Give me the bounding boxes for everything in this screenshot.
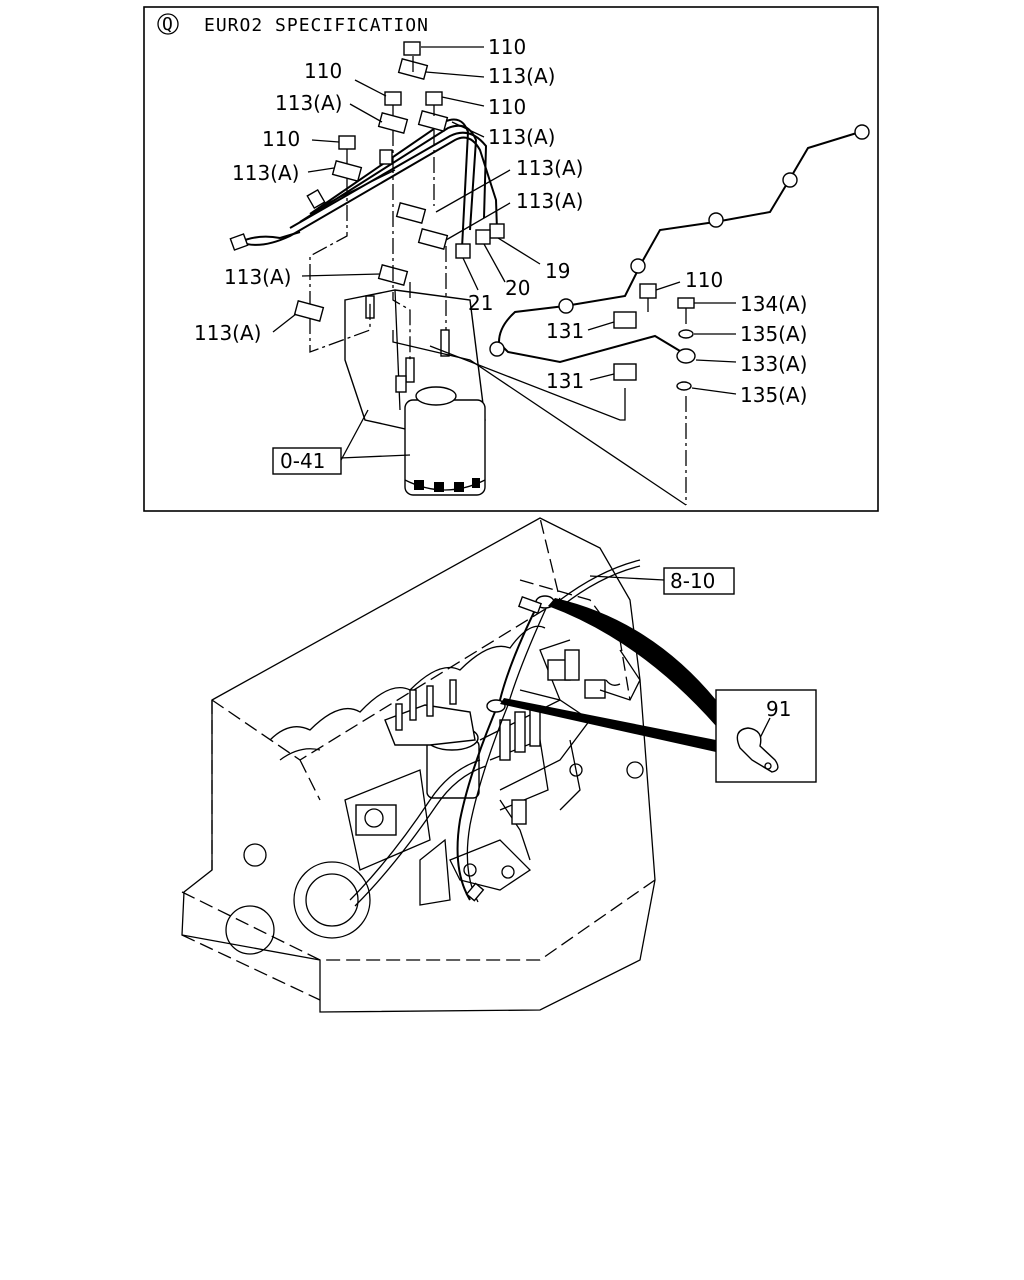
label-21: 21: [468, 291, 493, 315]
assembly-lines: [309, 56, 687, 506]
inset-title: EURO2 SPECIFICATION: [204, 15, 429, 36]
ref-810: 8-10: [670, 569, 715, 593]
fuel-filter-assembly: [344, 289, 486, 496]
label-110-pipe: 110: [685, 268, 723, 292]
return-pipe: [489, 124, 870, 364]
ref-box-041: [272, 447, 342, 475]
callout-wedge-lower: [500, 698, 716, 752]
fuel-pipe-bundle: [239, 118, 498, 249]
label-110-left: 110: [304, 59, 342, 83]
label-113a-lower: 113(A): [224, 265, 291, 289]
label-135a-lower: 135(A): [740, 383, 807, 407]
clip-91-label: 91: [766, 697, 791, 721]
inset-frame: [143, 6, 879, 512]
label-113a-left-upper: 113(A): [275, 91, 342, 115]
label-131-upper: 131: [546, 319, 584, 343]
label-135a-upper: 135(A): [740, 322, 807, 346]
callout-wedge-upper: [548, 598, 716, 726]
label-133a: 133(A): [740, 352, 807, 376]
part-labels: 110 113(A) 110 113(A) 110 113(A) 110 113…: [194, 35, 807, 407]
inset-marker: Q: [162, 14, 174, 35]
leader-810: [589, 575, 665, 581]
label-110-far-left: 110: [262, 127, 300, 151]
label-113a-top: 113(A): [488, 64, 555, 88]
label-20: 20: [505, 276, 530, 300]
label-110-right: 110: [488, 95, 526, 119]
label-113a-mid-upper: 113(A): [516, 156, 583, 180]
label-134a: 134(A): [740, 292, 807, 316]
ref-box-810: [663, 567, 735, 595]
leader-lines: [272, 46, 737, 463]
label-19: 19: [545, 259, 570, 283]
label-113a-far-left: 113(A): [232, 161, 299, 185]
label-110-top: 110: [488, 35, 526, 59]
banjo-assembly: [676, 297, 696, 391]
nuts-110: [338, 41, 657, 299]
clips-131: [613, 311, 637, 381]
p-clip-icon: [736, 717, 779, 773]
inset-marker-circle: [157, 13, 179, 35]
engine-block: [181, 517, 656, 1013]
label-113a-bottom: 113(A): [194, 321, 261, 345]
ref-041: 0-41: [280, 449, 325, 473]
label-131-lower: 131: [546, 369, 584, 393]
label-113a-mid-lower: 113(A): [516, 189, 583, 213]
label-113a-right-upper: 113(A): [488, 125, 555, 149]
